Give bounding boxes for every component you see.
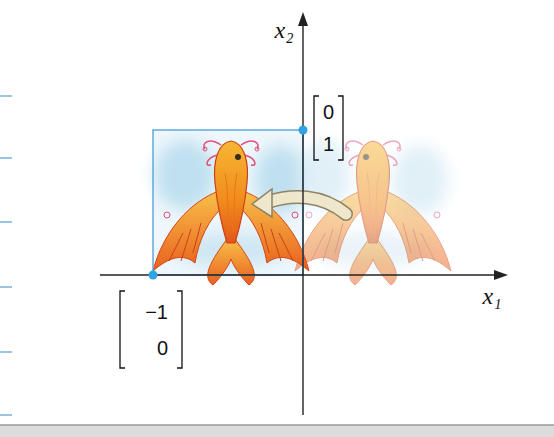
axis-label: x₂ — [275, 18, 294, 42]
axis-arrowhead — [298, 12, 308, 26]
vector-brackets — [120, 291, 182, 368]
vector-entry: 1 — [323, 134, 334, 154]
original-fish — [295, 141, 451, 285]
bottom-rule — [0, 424, 554, 426]
margin-tick — [0, 286, 12, 287]
bottom-bar — [0, 425, 554, 437]
x2-axis — [302, 22, 303, 415]
image-point — [299, 126, 308, 135]
x1-axis — [100, 274, 498, 275]
vector-entry: 0 — [157, 338, 168, 358]
axis-label: x₁ — [483, 284, 502, 308]
vector-entry: 0 — [323, 102, 334, 122]
margin-tick — [0, 157, 12, 158]
reflection-arrow — [268, 197, 346, 214]
vector-entry: −1 — [145, 302, 168, 322]
reflection-arrowhead — [252, 189, 272, 217]
margin-tick — [0, 351, 12, 352]
margin-tick — [0, 414, 12, 415]
reflection-arrow-outline — [268, 197, 346, 214]
axis-arrowhead — [494, 270, 508, 280]
image-point — [149, 271, 158, 280]
reflected-fish — [153, 141, 309, 285]
margin-ticks — [0, 96, 12, 415]
margin-tick — [0, 95, 12, 96]
vector-brackets — [314, 96, 343, 160]
margin-tick — [0, 221, 12, 222]
